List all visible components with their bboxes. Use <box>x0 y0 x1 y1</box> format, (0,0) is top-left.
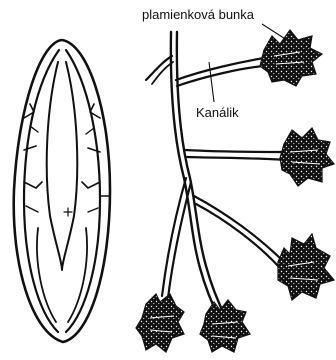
flame-cell-bottom-left <box>136 294 184 352</box>
body-outline <box>14 40 110 342</box>
flame-cell-top <box>260 30 322 86</box>
central-loop <box>47 62 78 270</box>
canal-label: Kanálik <box>196 106 239 119</box>
flame-cell-bottom-right <box>200 300 250 352</box>
flame-cell-lower-right <box>278 234 334 300</box>
canal-tree <box>146 32 286 320</box>
flame-cell-label: plamienková bunka <box>142 8 254 21</box>
flame-cell-middle <box>280 128 334 186</box>
flatworm-body <box>14 40 110 342</box>
